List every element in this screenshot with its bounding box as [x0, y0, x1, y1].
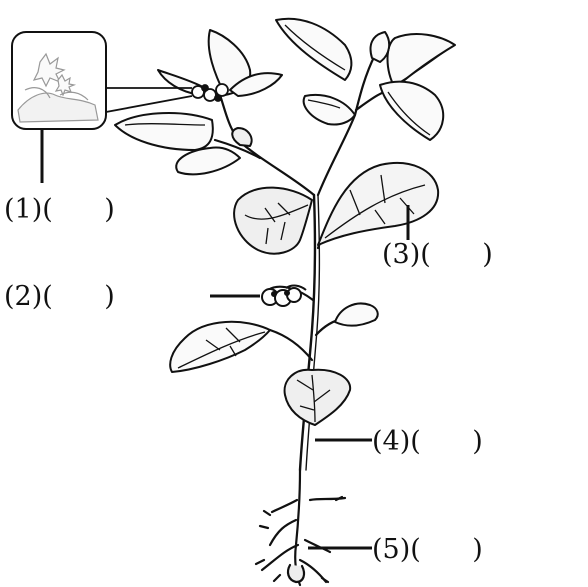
roots — [254, 468, 347, 587]
label-3: (3)( ) — [382, 239, 493, 270]
left-branch — [218, 93, 316, 197]
leaf-veins — [124, 24, 451, 423]
label-4: (4)( ) — [372, 426, 483, 457]
pointer-lines — [40, 130, 410, 550]
label-1: (1)( ) — [4, 194, 115, 225]
label-5: (5)( ) — [372, 534, 483, 565]
flower-inset — [11, 31, 193, 130]
main-stem — [298, 193, 317, 472]
flower-cluster — [191, 83, 229, 102]
label-2: (2)( ) — [4, 281, 115, 312]
fruit-cluster — [261, 284, 307, 307]
